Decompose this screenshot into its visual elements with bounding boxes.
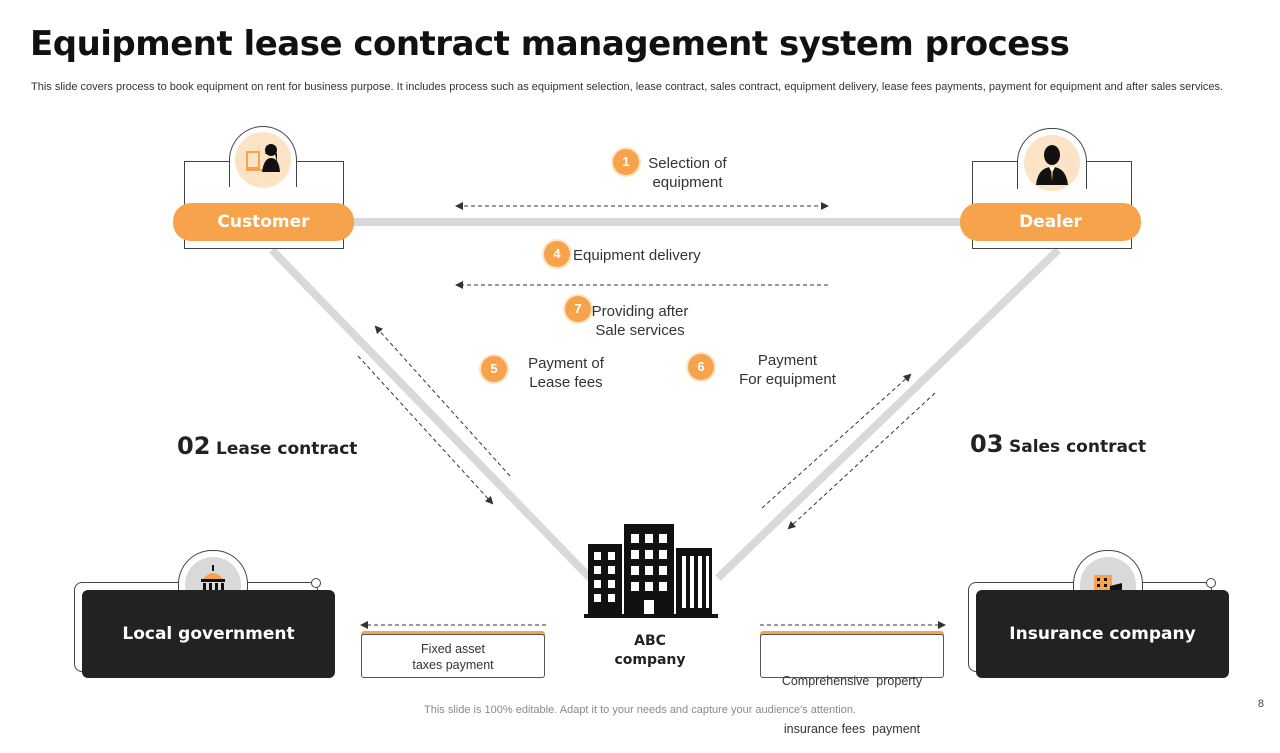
sales-contract-label: 03 Sales contract <box>970 430 1146 458</box>
dashed-arrows <box>357 202 946 629</box>
local-government-box: Local government <box>82 590 335 678</box>
abc-company-line2: company <box>614 652 686 668</box>
fixed-asset-line2: taxes payment <box>412 658 494 672</box>
step-4-badge: 4 <box>544 241 570 267</box>
page-number: 8 <box>1257 698 1264 710</box>
lease-contract-number: 02 <box>177 432 211 460</box>
lease-contract-text: Lease contract <box>215 439 358 459</box>
dealer-pill: Dealer <box>960 203 1141 241</box>
step-7-line1: Providing after <box>591 303 689 320</box>
customer-abc-line <box>269 247 593 581</box>
sales-contract-number: 03 <box>970 430 1004 458</box>
step-7-label: Providing after Sale services <box>580 302 700 340</box>
step-1-line1: Selection of <box>648 155 727 172</box>
step-1-badge: 1 <box>613 149 639 175</box>
local-government-connector-dot <box>311 578 321 588</box>
abc-company-label: ABC company <box>600 632 700 670</box>
fixed-asset-line1: Fixed asset <box>421 642 485 656</box>
customer-pill: Customer <box>173 203 354 241</box>
insurance-fees-payment-box: Comprehensive property insurance fees pa… <box>760 634 944 736</box>
step-7-line2: Sale services <box>595 322 685 339</box>
insurance-company-box: Insurance company <box>976 590 1229 678</box>
step-5-line1: Payment of <box>528 355 604 372</box>
step-6-badge: 6 <box>688 354 714 380</box>
lease-fees-arrow-1 <box>374 325 511 477</box>
step-5-badge: 5 <box>481 356 507 382</box>
abc-company-line1: ABC <box>634 633 666 649</box>
customer-icon <box>235 132 291 188</box>
page-title: Equipment lease contract management syst… <box>30 24 1070 64</box>
equipment-payment-arrow-1 <box>761 373 912 509</box>
page-subtitle: This slide covers process to book equipm… <box>31 81 1224 93</box>
insurance-company-connector-dot <box>1206 578 1216 588</box>
insurance-payment-line2: insurance fees payment <box>783 722 921 736</box>
dealer-icon <box>1024 135 1080 191</box>
step-7-badge: 7 <box>565 296 591 322</box>
sales-contract-text: Sales contract <box>1008 437 1147 457</box>
office-building-icon <box>584 522 718 620</box>
footer-note: This slide is 100% editable. Adapt it to… <box>424 704 856 716</box>
step-1-label: Selection of equipment <box>620 154 755 192</box>
lease-contract-label: 02 Lease contract <box>177 432 357 460</box>
connector-lines <box>269 202 1061 629</box>
customer-icon-tab <box>229 126 297 188</box>
step-5-line2: Lease fees <box>529 374 603 391</box>
fixed-asset-tax-payment-box: Fixed asset taxes payment <box>361 634 545 678</box>
equipment-payment-arrow-2 <box>787 392 936 530</box>
triangle-lines <box>269 218 1061 581</box>
insurance-payment-line1: Comprehensive property <box>781 674 923 688</box>
dealer-abc-line <box>715 247 1061 581</box>
step-6-label: Payment For equipment <box>730 351 845 389</box>
lease-fees-arrow-2 <box>357 355 494 505</box>
step-4-label: Equipment delivery <box>573 247 701 264</box>
step-6-line1: Payment <box>757 352 818 369</box>
step-5-label: Payment of Lease fees <box>516 354 616 392</box>
dealer-icon-tab <box>1017 128 1087 191</box>
step-1-line2: equipment <box>652 174 723 191</box>
step-6-line2: For equipment <box>739 371 836 388</box>
